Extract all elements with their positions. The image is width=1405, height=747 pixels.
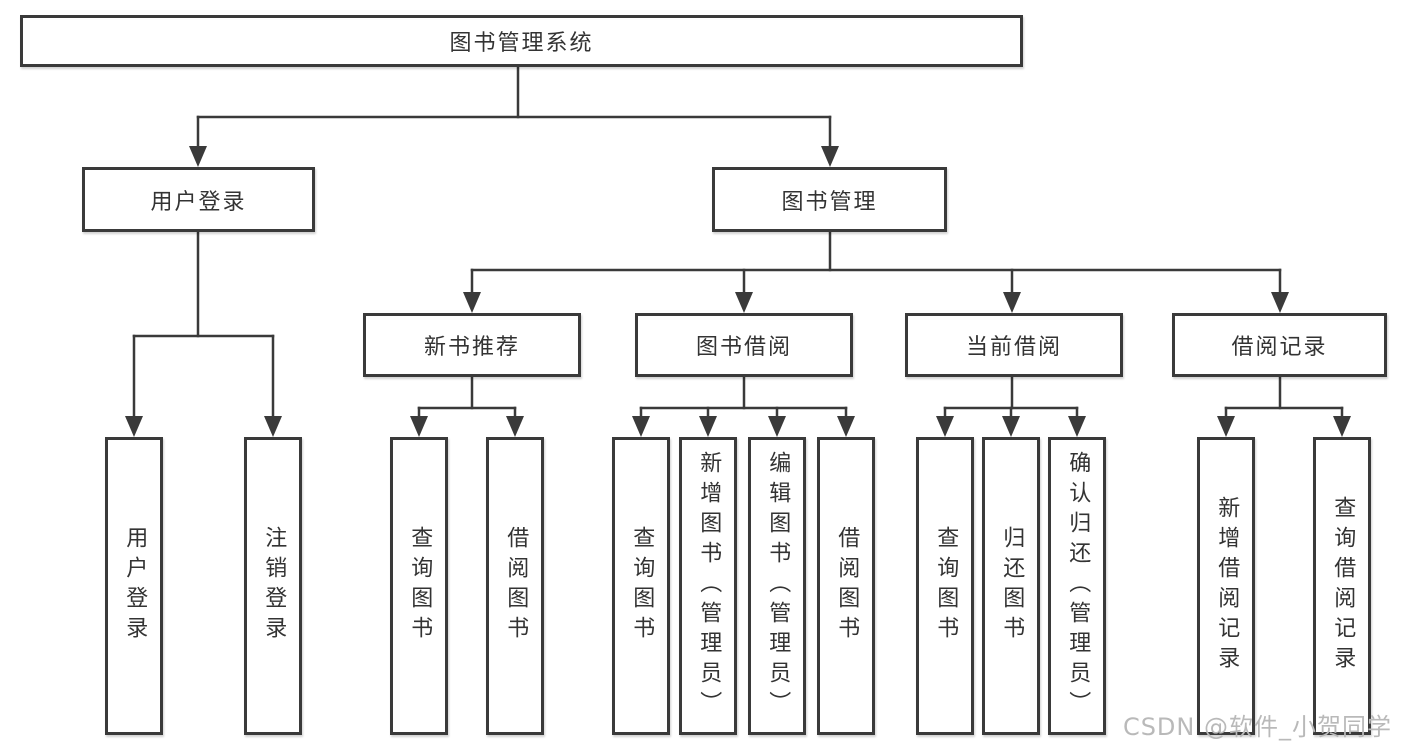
- leaf-label: 查询借阅记录: [1330, 496, 1356, 676]
- node-label: 当前借阅: [965, 335, 1062, 360]
- leaf-add-book-admin: 新增图书（管理员）: [679, 437, 737, 735]
- node-label: 借阅记录: [1231, 335, 1328, 360]
- leaf-borrow-books-borrowing: 借阅图书: [817, 437, 875, 735]
- leaf-label: 借阅图书: [503, 526, 529, 646]
- leaf-label: 借阅图书: [834, 526, 860, 646]
- leaf-logout: 注销登录: [244, 437, 302, 735]
- node-label: 图书借阅: [695, 335, 792, 360]
- leaf-query-books-recommend: 查询图书: [390, 437, 448, 735]
- leaf-label: 查询图书: [629, 526, 655, 646]
- node-book-management: 图书管理: [712, 167, 947, 232]
- leaf-user-login: 用户登录: [105, 437, 163, 735]
- leaf-label: 查询图书: [933, 526, 959, 646]
- node-current-borrowing: 当前借阅: [905, 313, 1123, 377]
- leaf-label: 归还图书: [999, 526, 1025, 646]
- node-library-management-system: 图书管理系统: [20, 15, 1023, 67]
- leaf-query-books-borrowing: 查询图书: [612, 437, 670, 735]
- node-label: 用户登录: [150, 189, 247, 215]
- node-borrowing-records: 借阅记录: [1172, 313, 1387, 377]
- csdn-watermark: CSDN @软件_小贺同学: [1122, 713, 1392, 741]
- leaf-return-book: 归还图书: [982, 437, 1040, 735]
- leaf-label: 确认归还（管理员）: [1065, 451, 1091, 721]
- leaf-label: 查询图书: [407, 526, 433, 646]
- node-label: 图书管理: [781, 189, 878, 215]
- leaf-label: 注销登录: [261, 526, 287, 646]
- node-user-login: 用户登录: [82, 167, 315, 232]
- leaf-label: 用户登录: [122, 526, 148, 646]
- node-new-book-recommend: 新书推荐: [363, 313, 581, 377]
- node-book-borrowing: 图书借阅: [635, 313, 853, 377]
- node-label: 图书管理系统: [449, 31, 594, 56]
- leaf-label: 编辑图书（管理员）: [765, 451, 791, 721]
- node-label: 新书推荐: [423, 335, 520, 360]
- leaf-query-borrow-record: 查询借阅记录: [1313, 437, 1371, 735]
- leaf-label: 新增借阅记录: [1214, 496, 1240, 676]
- leaf-query-books-current: 查询图书: [916, 437, 974, 735]
- leaf-label: 新增图书（管理员）: [696, 451, 722, 721]
- leaf-add-borrow-record: 新增借阅记录: [1197, 437, 1255, 735]
- leaf-confirm-return-admin: 确认归还（管理员）: [1048, 437, 1106, 735]
- leaf-edit-book-admin: 编辑图书（管理员）: [748, 437, 806, 735]
- leaf-borrow-books-recommend: 借阅图书: [486, 437, 544, 735]
